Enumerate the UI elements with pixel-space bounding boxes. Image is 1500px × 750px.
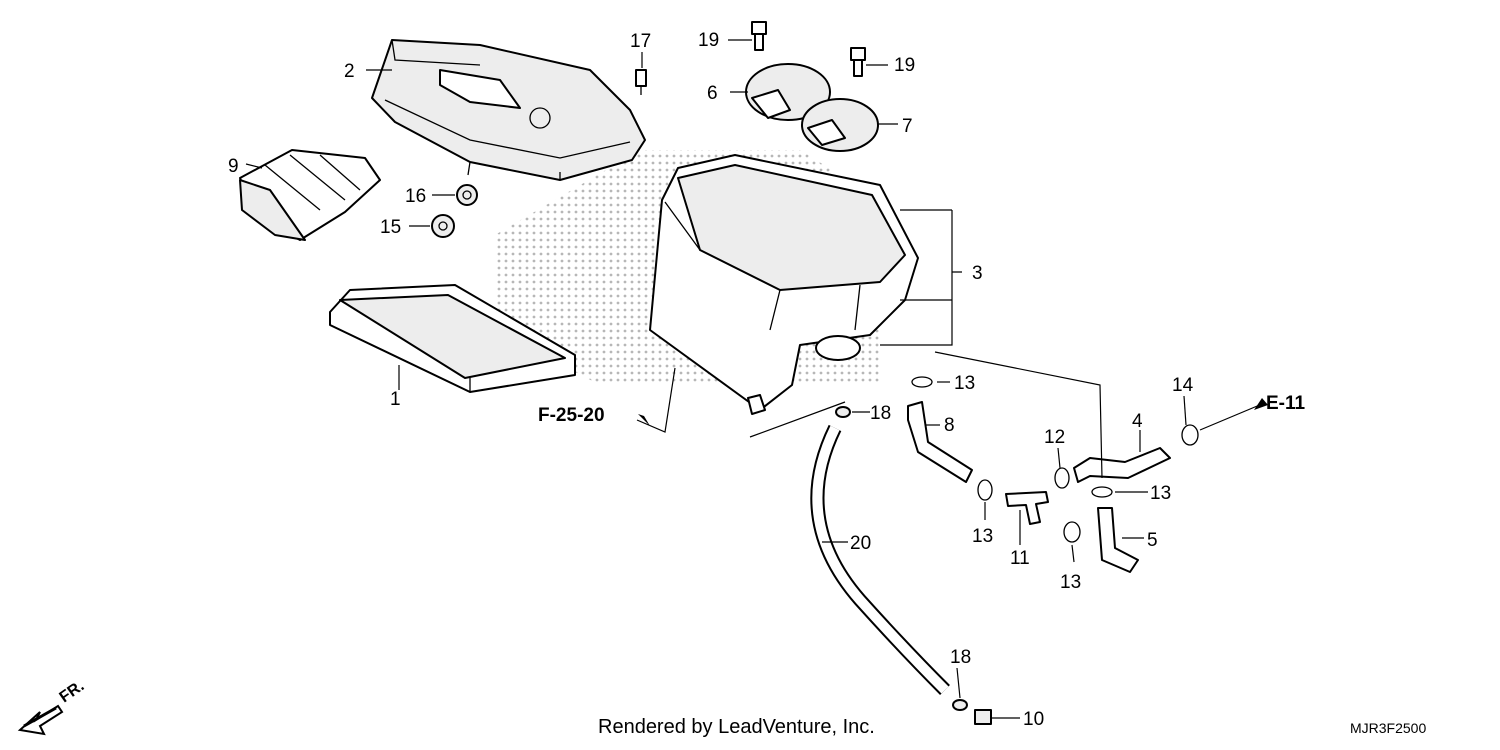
part-2-housing-cover [371,39,646,181]
part-label-5: 5 [1147,530,1158,551]
footer-credit: Rendered by LeadVenture, Inc. [598,716,875,738]
part-8-hose [907,401,973,483]
part-19-bolt-b [850,47,866,77]
part-label-18b: 18 [950,647,971,668]
part-label-19a: 19 [698,30,719,51]
ref-label-e11: E-11 [1266,393,1306,414]
part-13-clip-b [977,479,993,501]
part-label-11: 11 [1010,548,1030,569]
part-label-7: 7 [902,116,913,137]
part-label-20: 20 [850,533,871,554]
part-19-bolt-a [751,21,767,51]
part-18-clip-b [952,699,968,711]
leader-lines [245,39,1263,719]
footer-code: MJR3F2500 [1350,720,1426,736]
part-label-18a: 18 [870,403,891,424]
part-17-bolt [635,69,647,95]
part-label-13e: 13 [1060,572,1081,593]
part-5-elbow [1097,507,1139,573]
part-label-13a: 13 [954,373,975,394]
part-15-nut [431,214,455,238]
part-label-19b: 19 [894,55,915,76]
part-11-joint [1005,491,1049,525]
part-label-13b: 13 [972,526,993,547]
part-9-intake-duct [239,149,381,241]
part-label-2: 2 [344,61,355,82]
part-label-16: 16 [405,186,426,207]
part-label-17: 17 [630,31,651,52]
part-label-13c: 13 [1150,483,1171,504]
front-arrow-icon [17,704,64,736]
part-18-clip-a [835,406,851,418]
part-label-9: 9 [228,156,239,177]
part-label-14: 14 [1172,375,1194,396]
part-label-12: 12 [1044,427,1065,448]
part-label-15: 15 [380,217,401,238]
f25-arrow-icon [638,414,650,426]
part-label-10: 10 [1023,709,1044,730]
front-label: FR. [57,678,88,707]
part-1-air-filter [329,284,576,394]
part-label-1: 1 [390,389,401,410]
part-13-clip-a [911,376,933,388]
part-label-8: 8 [944,415,955,436]
part-12-clip [1054,467,1070,489]
part-7-cap [801,98,879,152]
part-14-clip [1181,424,1199,446]
part-label-4: 4 [1132,411,1143,432]
part-3-air-cleaner-case [649,154,919,415]
part-label-3: 3 [972,263,983,284]
ref-label-f25: F-25-20 [538,405,605,426]
part-10-plug [974,709,992,725]
part-16-grommet [456,184,478,206]
part-label-6: 6 [707,83,718,104]
part-13-clip-c [1091,486,1113,498]
e11-arrow-icon [1254,398,1268,410]
part-4-hose [1073,447,1171,483]
part-13-clip-d [1063,521,1081,543]
